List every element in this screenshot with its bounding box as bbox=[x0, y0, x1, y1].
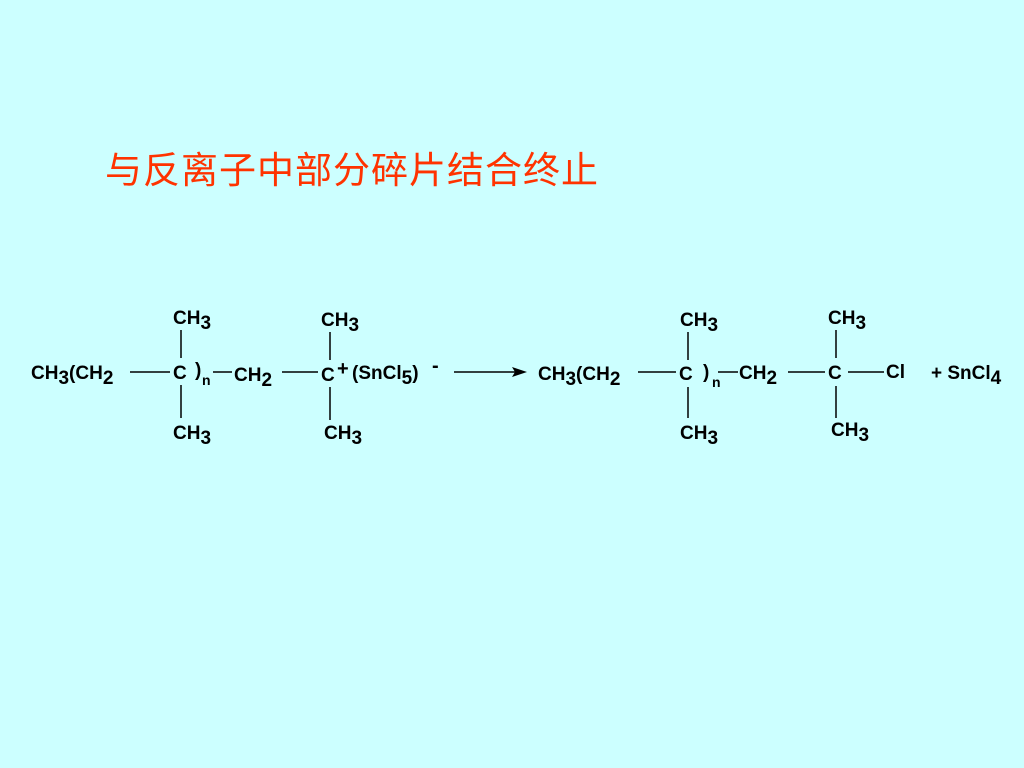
product-center-carbon: C bbox=[679, 364, 693, 385]
reactant-methylene: CH2 bbox=[234, 365, 272, 391]
product-repeat-subscript: n bbox=[712, 374, 721, 390]
reactant-methyl-bottom: CH3 bbox=[324, 423, 362, 449]
product-methyl-bottom: CH3 bbox=[831, 420, 869, 446]
product-methyl-bottom: CH3 bbox=[680, 423, 718, 449]
reactant-methyl-bottom: CH3 bbox=[173, 423, 211, 449]
product-methyl-top: CH3 bbox=[680, 310, 718, 336]
slide-title: 与反离子中部分碎片结合终止 bbox=[105, 149, 599, 192]
reactant-methyl-top: CH3 bbox=[321, 310, 359, 336]
reactant-carbocation: C bbox=[321, 365, 335, 386]
reactant-repeat-subscript: n bbox=[202, 372, 211, 388]
product-chlorine: Cl bbox=[886, 362, 905, 383]
product-methylene: CH2 bbox=[739, 363, 777, 389]
reactant-negative-charge: - bbox=[432, 355, 439, 377]
product-end-carbon: C bbox=[828, 363, 842, 384]
reactant-structure: CH3(CH2 CH3 C ) n CH3 CH2 CH3 C + CH3 (S… bbox=[31, 308, 439, 449]
product-byproduct: + SnCl4 bbox=[931, 363, 1002, 389]
product-structure: CH3(CH2 CH3 C ) n CH3 CH2 CH3 C CH3 Cl +… bbox=[538, 308, 1002, 449]
reactant-repeat-paren: ) bbox=[195, 360, 201, 381]
reactant-counterion: (SnCl5) bbox=[352, 363, 419, 389]
reactant-center-carbon: C bbox=[173, 363, 187, 384]
reactant-chain-start: CH3(CH2 bbox=[31, 363, 113, 389]
product-chain-start: CH3(CH2 bbox=[538, 364, 620, 390]
product-methyl-top: CH3 bbox=[828, 308, 866, 334]
reactant-methyl-top: CH3 bbox=[173, 308, 211, 334]
product-repeat-paren: ) bbox=[703, 362, 709, 383]
reaction-arrow bbox=[454, 367, 527, 377]
reactant-positive-charge: + bbox=[337, 358, 349, 380]
